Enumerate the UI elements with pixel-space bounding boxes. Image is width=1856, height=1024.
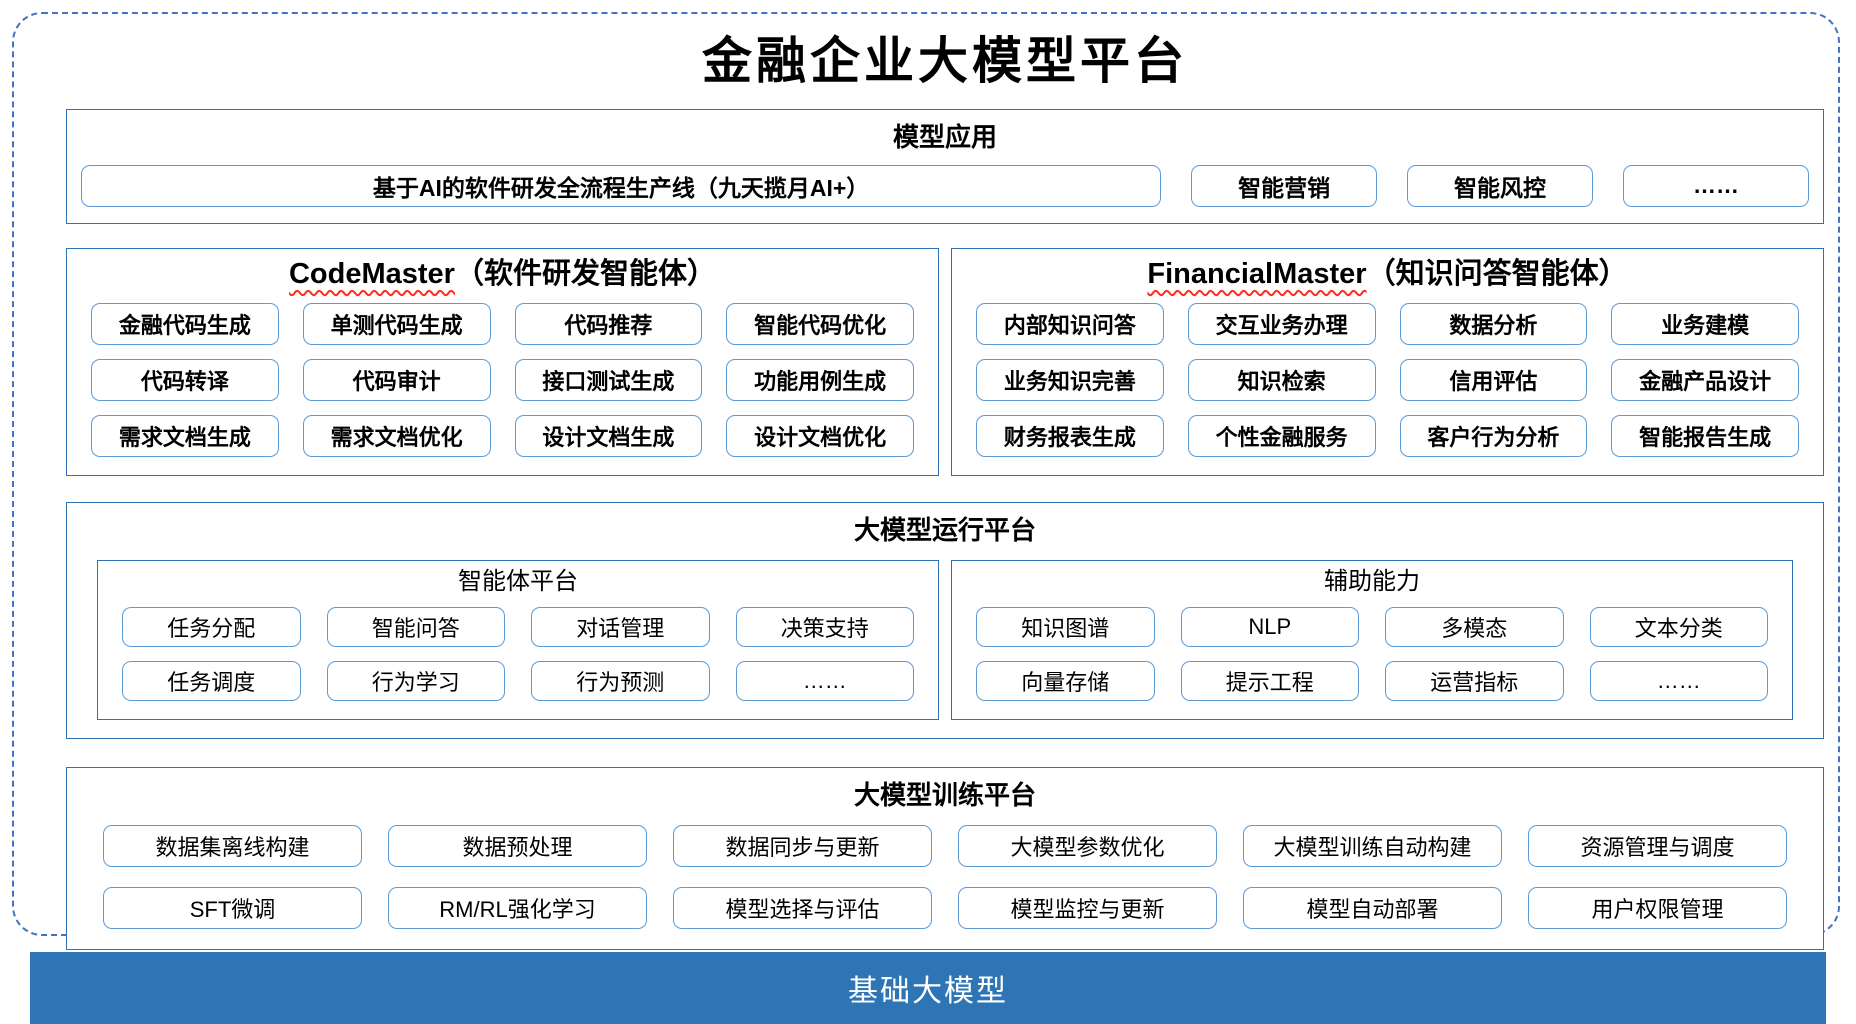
codemaster-title-zh: （软件研发智能体） bbox=[454, 257, 716, 290]
section-training-platform: 大模型训练平台 数据集离线构建数据预处理数据同步与更新大模型参数优化大模型训练自… bbox=[66, 766, 1824, 950]
agent-platform-capability-box: 任务调度 bbox=[122, 660, 301, 701]
financialmaster-capability-grid: 内部知识问答交互业务办理数据分析业务建模业务知识完善知识检索信用评估金融产品设计… bbox=[976, 302, 1799, 457]
agent-platform-capability-box: 行为学习 bbox=[326, 660, 505, 701]
training-capability-box: 模型自动部署 bbox=[1243, 886, 1502, 929]
training-capability-box: 大模型训练自动构建 bbox=[1243, 824, 1502, 867]
financialmaster-capability-box: 业务知识完善 bbox=[976, 358, 1164, 401]
platform-outer-frame: 金融企业大模型平台 模型应用 基于AI的软件研发全流程生产线（九天揽月AI+） … bbox=[12, 12, 1840, 950]
section-model-applications: 模型应用 基于AI的软件研发全流程生产线（九天揽月AI+） 智能营销 智能风控 … bbox=[66, 108, 1824, 224]
codemaster-capability-box: 代码推荐 bbox=[514, 302, 703, 345]
model-applications-row: 基于AI的软件研发全流程生产线（九天揽月AI+） 智能营销 智能风控 …… bbox=[81, 164, 1809, 207]
agent-platform-title: 智能体平台 bbox=[458, 567, 578, 595]
agent-platform-grid: 任务分配智能问答对话管理决策支持任务调度行为学习行为预测 …… bbox=[122, 606, 914, 701]
training-capability-box: RM/RL强化学习 bbox=[388, 886, 647, 929]
subsection-agent-platform: 智能体平台 任务分配智能问答对话管理决策支持任务调度行为学习行为预测 …… bbox=[97, 559, 939, 720]
training-capability-box: 大模型参数优化 bbox=[958, 824, 1217, 867]
agent-platform-capability-box: 智能问答 bbox=[326, 606, 505, 647]
app-box-risk-control: 智能风控 bbox=[1407, 164, 1594, 207]
base-model-bar: 基础大模型 bbox=[30, 952, 1826, 1024]
runtime-platform-title: 大模型运行平台 bbox=[853, 514, 1036, 545]
financialmaster-capability-box: 客户行为分析 bbox=[1399, 414, 1588, 457]
codemaster-capability-box: 设计文档生成 bbox=[514, 414, 703, 457]
aux-ability-capability-box: 运营指标 bbox=[1385, 660, 1564, 701]
section-runtime-platform: 大模型运行平台 智能体平台 任务分配智能问答对话管理决策支持任务调度行为学习行为… bbox=[66, 501, 1824, 739]
training-capability-box: 数据同步与更新 bbox=[673, 824, 932, 867]
codemaster-capability-box: 单测代码生成 bbox=[302, 302, 491, 345]
codemaster-capability-box: 设计文档优化 bbox=[726, 414, 914, 457]
aux-ability-capability-box: …… bbox=[1589, 660, 1768, 701]
aux-ability-capability-box: 向量存储 bbox=[976, 660, 1155, 701]
training-capability-box: 数据集离线构建 bbox=[103, 824, 362, 867]
model-applications-title: 模型应用 bbox=[892, 121, 997, 152]
base-model-label: 基础大模型 bbox=[848, 975, 1008, 1008]
codemaster-capability-box: 代码审计 bbox=[302, 358, 491, 401]
financialmaster-capability-box: 个性金融服务 bbox=[1187, 414, 1376, 457]
codemaster-title-en: CodeMaster bbox=[288, 257, 455, 290]
financialmaster-title-en: FinancialMaster bbox=[1147, 257, 1367, 290]
aux-ability-grid: 知识图谱 NLP 多模态文本分类向量存储提示工程运营指标 …… bbox=[976, 606, 1768, 701]
training-capability-box: 模型选择与评估 bbox=[673, 886, 932, 929]
aux-ability-capability-box: 文本分类 bbox=[1589, 606, 1768, 647]
agent-platform-capability-box: 决策支持 bbox=[735, 606, 914, 647]
agent-platform-capability-box: 任务分配 bbox=[122, 606, 301, 647]
subsection-aux-ability: 辅助能力 知识图谱 NLP 多模态文本分类向量存储提示工程运营指标 …… bbox=[951, 559, 1793, 720]
runtime-row: 智能体平台 任务分配智能问答对话管理决策支持任务调度行为学习行为预测 …… 辅助能… bbox=[97, 559, 1793, 720]
section-financialmaster: FinancialMaster（知识问答智能体） 内部知识问答交互业务办理数据分… bbox=[951, 247, 1824, 476]
financialmaster-capability-box: 内部知识问答 bbox=[976, 302, 1164, 345]
agents-row: CodeMaster（软件研发智能体） 金融代码生成单测代码生成代码推荐智能代码… bbox=[66, 247, 1824, 476]
training-capability-box: 用户权限管理 bbox=[1528, 886, 1787, 929]
agent-platform-capability-box: 行为预测 bbox=[531, 660, 710, 701]
financialmaster-title: FinancialMaster（知识问答智能体） bbox=[976, 253, 1799, 295]
financialmaster-title-zh: （知识问答智能体） bbox=[1366, 257, 1628, 290]
training-platform-grid: 数据集离线构建数据预处理数据同步与更新大模型参数优化大模型训练自动构建资源管理与… bbox=[103, 824, 1787, 929]
codemaster-capability-box: 智能代码优化 bbox=[726, 302, 914, 345]
codemaster-capability-box: 需求文档生成 bbox=[91, 414, 279, 457]
codemaster-capability-box: 接口测试生成 bbox=[514, 358, 703, 401]
financialmaster-capability-box: 信用评估 bbox=[1399, 358, 1588, 401]
aux-ability-capability-box: 提示工程 bbox=[1180, 660, 1359, 701]
codemaster-capability-box: 金融代码生成 bbox=[91, 302, 279, 345]
section-codemaster: CodeMaster（软件研发智能体） 金融代码生成单测代码生成代码推荐智能代码… bbox=[66, 247, 939, 476]
financialmaster-capability-box: 金融产品设计 bbox=[1611, 358, 1799, 401]
financialmaster-capability-box: 智能报告生成 bbox=[1611, 414, 1799, 457]
codemaster-capability-box: 功能用例生成 bbox=[726, 358, 914, 401]
training-platform-title: 大模型训练平台 bbox=[853, 779, 1036, 810]
app-box-marketing: 智能营销 bbox=[1191, 164, 1378, 207]
aux-ability-capability-box: 知识图谱 bbox=[976, 606, 1155, 647]
app-box-ellipsis: …… bbox=[1623, 164, 1809, 207]
training-capability-box: 资源管理与调度 bbox=[1528, 824, 1787, 867]
financialmaster-capability-box: 交互业务办理 bbox=[1187, 302, 1376, 345]
agent-platform-capability-box: …… bbox=[735, 660, 914, 701]
financialmaster-capability-box: 数据分析 bbox=[1399, 302, 1588, 345]
training-capability-box: 数据预处理 bbox=[388, 824, 647, 867]
codemaster-capability-box: 需求文档优化 bbox=[302, 414, 491, 457]
page-title: 金融企业大模型平台 bbox=[702, 31, 1188, 90]
financialmaster-capability-box: 财务报表生成 bbox=[976, 414, 1164, 457]
codemaster-title: CodeMaster（软件研发智能体） bbox=[91, 253, 914, 295]
codemaster-capability-box: 代码转译 bbox=[91, 358, 279, 401]
app-box-ai-pipeline: 基于AI的软件研发全流程生产线（九天揽月AI+） bbox=[81, 164, 1162, 207]
training-capability-box: SFT微调 bbox=[103, 886, 362, 929]
aux-ability-title: 辅助能力 bbox=[1324, 567, 1420, 595]
aux-ability-capability-box: NLP bbox=[1180, 606, 1359, 647]
platform-content: 金融企业大模型平台 模型应用 基于AI的软件研发全流程生产线（九天揽月AI+） … bbox=[66, 14, 1824, 950]
agent-platform-capability-box: 对话管理 bbox=[531, 606, 710, 647]
financialmaster-capability-box: 知识检索 bbox=[1187, 358, 1376, 401]
aux-ability-capability-box: 多模态 bbox=[1385, 606, 1564, 647]
codemaster-capability-grid: 金融代码生成单测代码生成代码推荐智能代码优化代码转译代码审计接口测试生成功能用例… bbox=[91, 302, 914, 457]
training-capability-box: 模型监控与更新 bbox=[958, 886, 1217, 929]
financialmaster-capability-box: 业务建模 bbox=[1611, 302, 1799, 345]
